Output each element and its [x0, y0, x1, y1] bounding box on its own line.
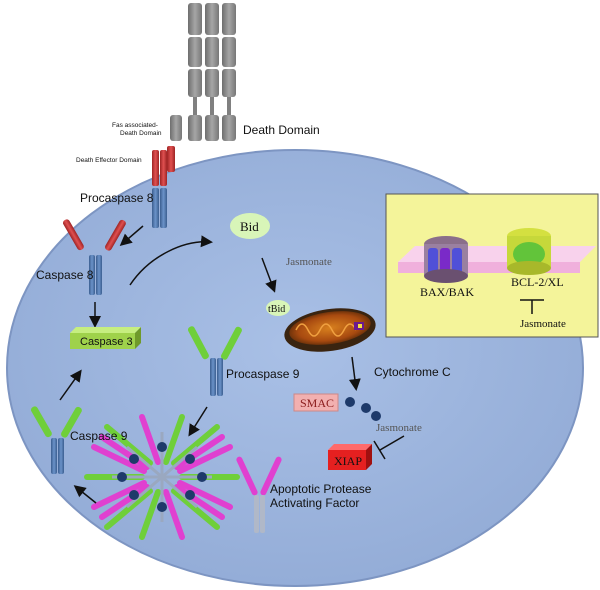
inset-jasmonate-label: Jasmonate [520, 318, 566, 330]
xiap-box [328, 444, 372, 470]
jasmonate-inhibition-bcl2 [520, 299, 544, 314]
arrow-procasp9-to-apoptosome [188, 406, 208, 437]
bcl2-xl-channel [507, 228, 551, 275]
caspase8-molecule [62, 219, 126, 295]
fas-associated-label: Fas associated- [112, 122, 158, 129]
smac-box [293, 393, 339, 412]
bid-label: Bid [240, 219, 259, 234]
arrow-procasp8-to-casp8 [119, 225, 144, 246]
smac-label: SMAC [300, 396, 334, 410]
apoptosome [84, 414, 240, 540]
procaspase9-molecule [187, 326, 242, 396]
bid-ellipse [230, 213, 270, 239]
apaf-label-line1: Apoptotic Protease [270, 482, 372, 496]
arrow-casp9-to-casp3 [59, 369, 82, 401]
arrow-casp8-to-bid [129, 235, 213, 286]
jasmonate-bid-label: Jasmonate [286, 256, 332, 268]
caspase9-label: Caspase 9 [70, 429, 128, 443]
caspase9-molecule [31, 406, 82, 474]
mitochondrion [284, 308, 376, 352]
caspase3-box [70, 327, 141, 349]
fas-death-domain-label: Death Domain [120, 130, 162, 137]
death-effector-domain [152, 146, 175, 186]
arrow-apoptosome-to-casp9 [73, 485, 97, 504]
death-effector-domain-label: Death Effector Domain [76, 157, 142, 164]
procaspase8-label: Procaspase 8 [80, 191, 154, 205]
xiap-label: XIAP [334, 454, 362, 468]
cytochrome-c-dots [345, 397, 381, 421]
arrow-mito-to-cytc [348, 356, 361, 391]
arrow-bid-to-tbid [261, 257, 277, 293]
caspase3-label: Caspase 3 [80, 336, 133, 348]
death-receptor-cluster [170, 3, 236, 141]
apaf-label-line2: Activating Factor [270, 496, 359, 510]
jasmonate-xiap-label: Jasmonate [376, 422, 422, 434]
tbid-label: tBid [268, 304, 285, 315]
caspase8-label: Caspase 8 [36, 268, 94, 282]
cytochrome-c-label: Cytochrome C [374, 365, 451, 379]
bcl2-xl-label: BCL-2/XL [511, 275, 564, 289]
bax-bak-channel [424, 236, 468, 283]
apaf1-molecule [236, 456, 282, 533]
procaspase9-label: Procaspase 9 [226, 367, 300, 381]
bax-bak-label: BAX/BAK [420, 285, 474, 299]
bcl2-inset-panel [385, 193, 599, 338]
tbid-ellipse [266, 300, 290, 316]
procaspase8-molecule [152, 188, 167, 228]
death-domain-label: Death Domain [243, 123, 320, 137]
jasmonate-inhibition-xiap [373, 435, 405, 460]
